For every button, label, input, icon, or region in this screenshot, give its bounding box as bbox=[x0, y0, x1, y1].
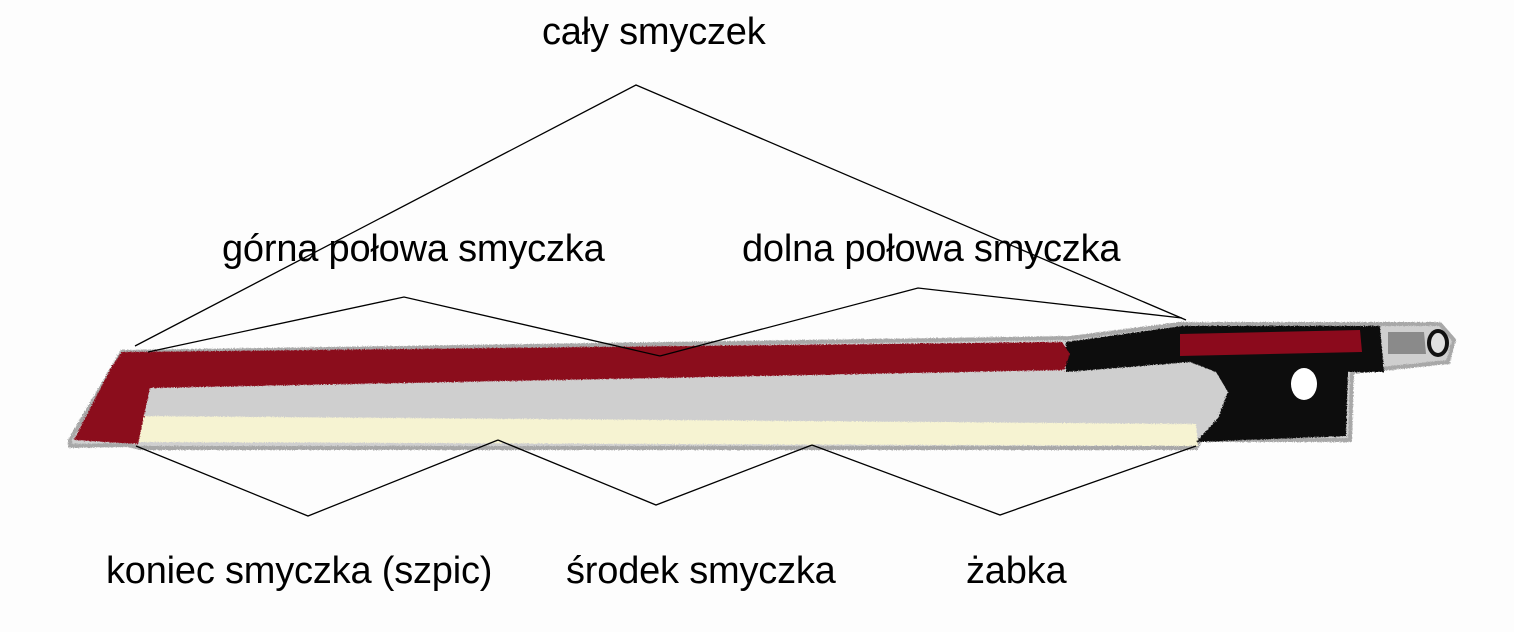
bow-stick bbox=[74, 342, 1070, 444]
frog-bracket bbox=[811, 444, 1197, 516]
frog-shape bbox=[1066, 326, 1384, 442]
label-upper-half: górna połowa smyczka bbox=[222, 228, 605, 270]
screw-end bbox=[1427, 329, 1449, 357]
label-frog: żabka bbox=[966, 550, 1067, 592]
label-tip: koniec smyczka (szpic) bbox=[106, 550, 493, 592]
bow-hair bbox=[138, 416, 1198, 446]
tip-bracket bbox=[135, 439, 499, 517]
upper-half-bracket bbox=[147, 296, 661, 357]
middle-bracket bbox=[497, 439, 813, 506]
whole-bow-bracket bbox=[134, 84, 1187, 347]
lower-half-bracket bbox=[659, 287, 1183, 357]
screw-button bbox=[1388, 332, 1426, 354]
frog-eye bbox=[1291, 368, 1317, 400]
label-middle: środek smyczka bbox=[566, 550, 836, 592]
frog-inlay bbox=[1180, 330, 1362, 356]
connector-lines bbox=[134, 84, 1197, 517]
label-whole-bow: cały smyczek bbox=[542, 11, 766, 53]
label-lower-half: dolna połowa smyczka bbox=[742, 228, 1121, 270]
